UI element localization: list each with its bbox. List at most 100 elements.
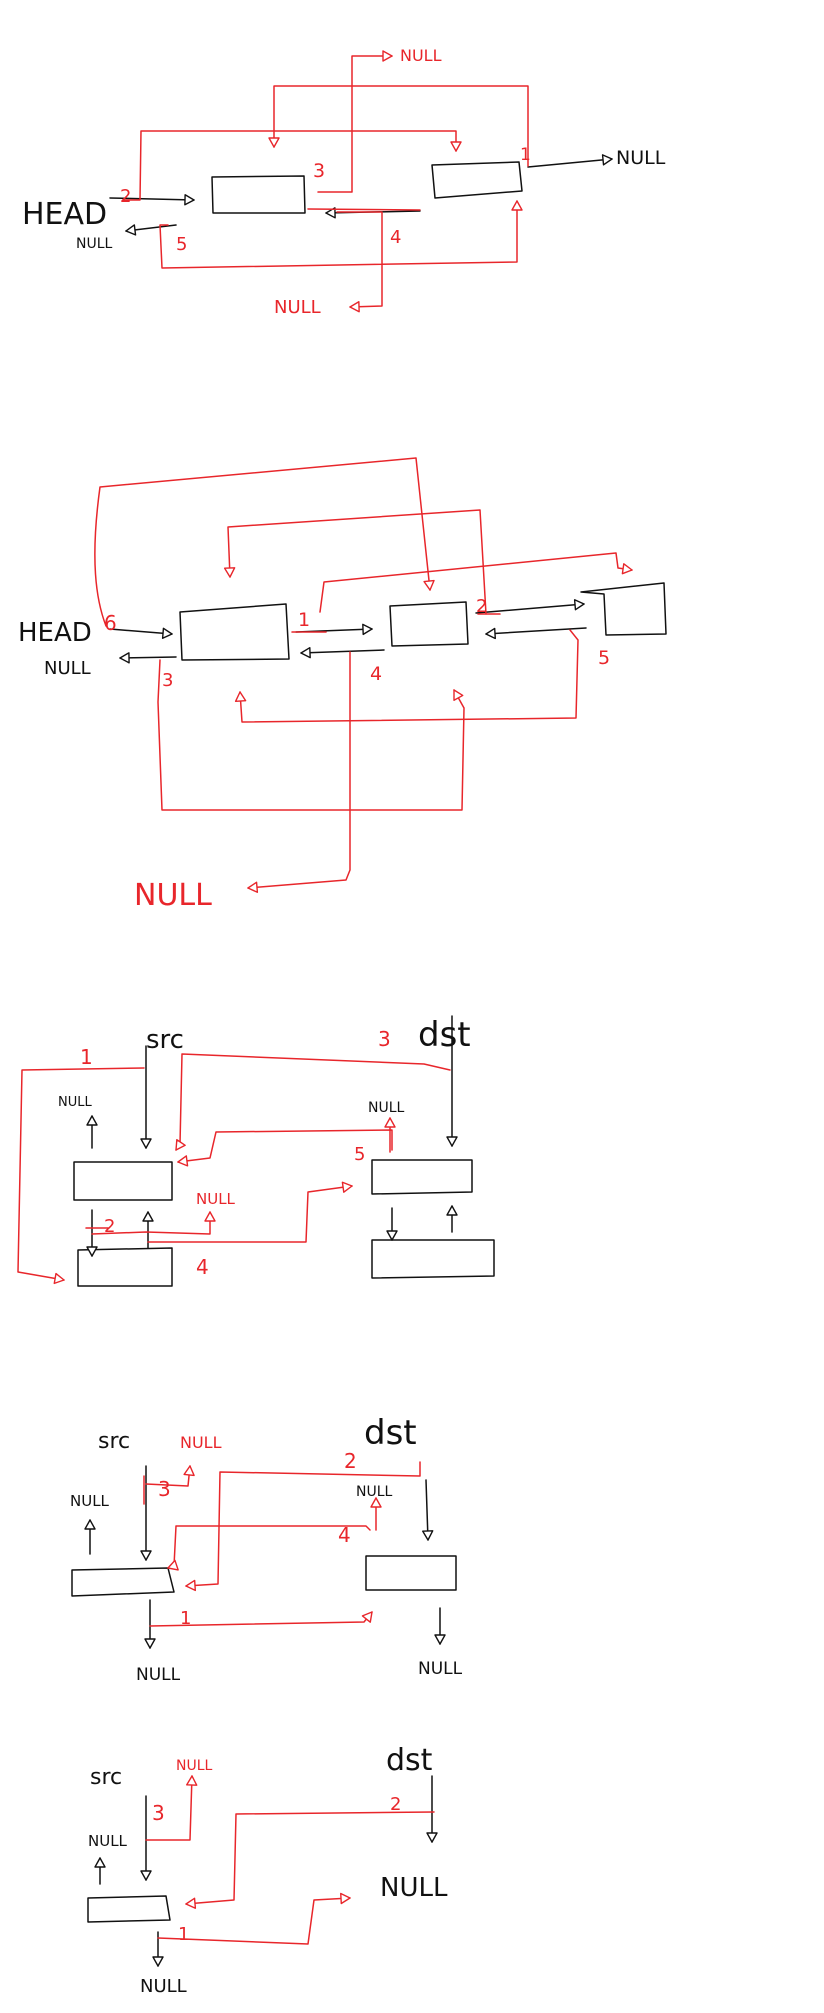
d4-node-dst (365, 1555, 457, 1591)
d2-back-ba (300, 646, 385, 659)
d3-red-step2 (91, 1211, 216, 1235)
d5-node-src (87, 1895, 171, 1923)
d2-node-c (580, 582, 667, 636)
d1-head-label: HEAD (22, 197, 107, 232)
d5-null-dst-label: NULL (380, 1873, 448, 1903)
d4-red-step4 (167, 1525, 371, 1571)
d5-step-2: 2 (390, 1794, 401, 1815)
d3-node-dst-a (371, 1159, 473, 1195)
d2-red-outer-loop (94, 457, 435, 627)
d2-head-label: HEAD (18, 618, 92, 648)
d2-step-2: 2 (476, 596, 487, 617)
d4-step-4: 4 (338, 1523, 351, 1547)
d1-step-2: 2 (120, 186, 131, 207)
d2-null-left-label: NULL (44, 658, 91, 679)
d3-src-label: src (146, 1025, 184, 1055)
diagram-2: HEAD NULL NULL 1 2 3 4 5 6 (18, 457, 667, 913)
d3-red-step4 (147, 1181, 353, 1243)
d1-step-3: 3 (313, 160, 325, 182)
d2-back-arrow-null (119, 652, 177, 664)
d1-node-b (431, 161, 523, 199)
d1-red-underline (307, 208, 421, 211)
d2-step-5: 5 (598, 647, 610, 669)
d4-step-3: 3 (158, 1477, 171, 1501)
d4-null-src-red-label: NULL (180, 1433, 222, 1452)
d2-step-1: 1 (298, 609, 310, 631)
d4-null-bottom-right-label: NULL (418, 1659, 463, 1679)
d3-red-step1 (17, 1067, 145, 1285)
d1-head-arrow (109, 194, 195, 206)
d1-null-left-label: NULL (76, 236, 113, 252)
d2-step-3: 3 (162, 670, 173, 691)
d2-red-step5-loop (234, 629, 579, 723)
d4-red-step3 (145, 1465, 195, 1487)
d5-step-3: 3 (152, 1801, 165, 1825)
d2-back-cb (485, 627, 587, 640)
d2-next-bc (475, 599, 585, 614)
d2-step-6: 6 (104, 611, 117, 635)
d4-dst-label: dst (364, 1413, 417, 1453)
d5-dst-label: dst (386, 1743, 433, 1778)
d3-red-step3 (175, 1053, 451, 1151)
d1-red-step5 (159, 200, 523, 269)
d1-red-step1 (268, 85, 529, 167)
d3-node-src-b (77, 1247, 173, 1287)
d2-head-arrow (109, 627, 173, 639)
d1-node-a (211, 175, 306, 214)
d5-red-step2 (185, 1811, 435, 1909)
diagram-3: src dst NULL NULL NULL 1 2 3 4 5 (17, 1015, 495, 1287)
d3-null-dst-up-label: NULL (368, 1100, 405, 1116)
diagram-1: HEAD NULL NULL NULL NULL 1 2 3 4 5 (22, 46, 666, 318)
d5-red-step1 (157, 1892, 351, 1945)
d1-step-5: 5 (176, 234, 187, 255)
d2-red-top-loop (223, 509, 487, 615)
d3-step-4: 4 (196, 1255, 209, 1279)
d1-red-step2 (123, 130, 462, 201)
d5-null-bottom-label: NULL (140, 1976, 187, 1997)
d5-step-1: 1 (178, 1924, 189, 1945)
d3-null-mid-label: NULL (196, 1190, 236, 1208)
d2-null-bottom-label: NULL (134, 878, 212, 913)
d1-red-step3 (317, 50, 393, 193)
d4-red-step2 (185, 1461, 421, 1592)
d2-red-step4-null (247, 651, 351, 893)
d4-step-1: 1 (180, 1608, 191, 1629)
d1-step-1: 1 (520, 145, 531, 165)
d4-node-src (71, 1567, 175, 1597)
diagram-4: src dst NULL NULL NULL NULL NULL 1 2 3 4 (70, 1413, 463, 1685)
d4-dst-pointer (422, 1479, 434, 1541)
d3-dst-label: dst (418, 1015, 471, 1055)
d5-null-src-up-label: NULL (88, 1832, 128, 1850)
d2-red-right-loop (319, 552, 633, 613)
d3-node-src-a (73, 1161, 173, 1201)
d4-src-label: src (98, 1429, 130, 1454)
d2-node-b (389, 601, 469, 647)
d3-step-5: 5 (354, 1144, 365, 1165)
d2-step-4: 4 (370, 663, 382, 685)
d5-null-src-red-label: NULL (176, 1758, 213, 1774)
d3-step-3: 3 (378, 1027, 391, 1051)
d1-red-step4 (336, 211, 383, 313)
d3-red-step5 (177, 1129, 393, 1167)
d4-null-bottom-left-label: NULL (136, 1665, 181, 1685)
d4-red-step1 (149, 1611, 373, 1627)
d3-step-2: 2 (104, 1216, 115, 1237)
diagram-5: src dst NULL NULL NULL NULL 1 2 3 (87, 1743, 448, 1997)
d2-red-step3-loop (157, 659, 465, 811)
d1-step-4: 4 (390, 227, 401, 248)
d1-null-top-label: NULL (400, 46, 442, 65)
d4-null-src-up-label: NULL (70, 1492, 110, 1510)
d3-step-1: 1 (80, 1045, 93, 1069)
d1-back-arrow-null (125, 224, 177, 236)
d1-null-bottom-label: NULL (274, 297, 321, 318)
d3-node-dst-b (371, 1239, 495, 1279)
d4-null-dst-up-label: NULL (356, 1484, 393, 1500)
d3-null-src-up-label: NULL (58, 1095, 92, 1110)
d1-next-arrow-null (527, 154, 613, 168)
d5-src-label: src (90, 1765, 122, 1790)
d5-red-step3 (145, 1775, 198, 1841)
d2-node-a (179, 603, 290, 661)
d1-null-right-label: NULL (616, 147, 666, 169)
d4-step-2: 2 (344, 1449, 357, 1473)
